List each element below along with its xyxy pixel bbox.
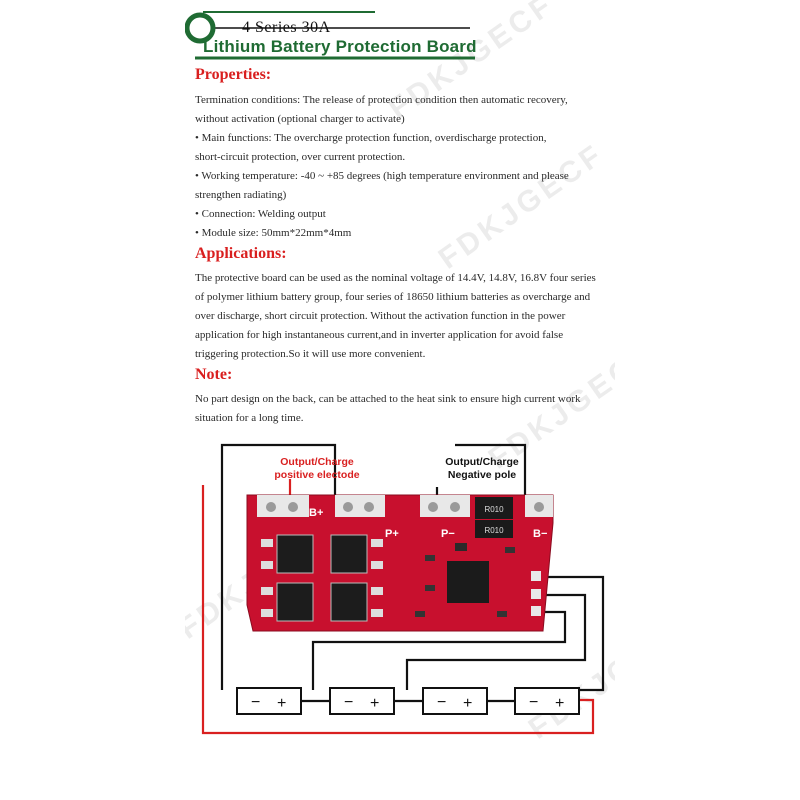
- wire-positive: [201, 485, 595, 735]
- battery-plus: +: [463, 695, 472, 712]
- negative-label-line-2: Negative pole: [448, 469, 516, 481]
- note-title: Note:: [195, 366, 233, 383]
- wiring-diagram: Output/Charge positive electode Output/C…: [201, 443, 605, 735]
- properties-line: Termination conditions: The release of p…: [195, 94, 568, 106]
- battery-minus: −: [529, 694, 538, 711]
- applications-line: over discharge, short circuit protection…: [195, 310, 566, 322]
- positive-label-line-1: Output/Charge: [280, 456, 354, 468]
- pad-bplus-label: B+: [309, 507, 323, 519]
- battery-cell-2: − +: [329, 687, 395, 715]
- battery-minus: −: [251, 694, 260, 711]
- battery-plus: +: [277, 695, 286, 712]
- wire-bminus: [455, 443, 527, 503]
- wire-tap-3: [311, 610, 567, 690]
- battery-minus: −: [344, 694, 353, 711]
- applications-line: application for high instantaneous curre…: [195, 329, 564, 341]
- pad-pplus-label: P+: [385, 528, 399, 540]
- battery-minus: −: [437, 694, 446, 711]
- wire-tap-1: [535, 575, 605, 692]
- note-line: situation for a long time.: [195, 412, 304, 424]
- applications-line: The protective board can be used as the …: [195, 272, 596, 284]
- banner-top-title: 4 Series 30A: [242, 19, 331, 36]
- applications-text: The protective board can be used as the …: [195, 269, 615, 364]
- properties-line: • Working temperature: -40 ~ +85 degrees…: [195, 170, 569, 182]
- pad-bminus-label: B−: [533, 528, 547, 540]
- properties-text: Termination conditions: The release of p…: [195, 91, 615, 243]
- applications-line: of polymer lithium battery group, four s…: [195, 291, 591, 303]
- protection-ic: [447, 561, 489, 603]
- pad-pminus-label: P−: [441, 528, 455, 540]
- properties-line: • Connection: Welding output: [195, 208, 326, 220]
- negative-label-line-1: Output/Charge: [445, 456, 519, 468]
- mosfets: [276, 534, 368, 622]
- properties-line: strengthen radiating): [195, 189, 287, 201]
- banner-main-title: Lithium Battery Protection Board: [203, 37, 477, 56]
- resistor-2-label: R010: [484, 526, 504, 535]
- resistor-1-label: R010: [484, 505, 504, 514]
- title-banner: 4 Series 30A Lithium Battery Protection …: [185, 8, 615, 62]
- wire-tap-2: [405, 593, 587, 690]
- wiring-lines: [220, 443, 605, 692]
- positive-label-line-2: positive electode: [274, 469, 359, 481]
- properties-title: Properties:: [195, 66, 272, 83]
- mosfet-leads: [261, 539, 383, 617]
- properties-line: without activation (optional charger to …: [195, 113, 405, 125]
- note-line: No part design on the back, can be attac…: [195, 393, 581, 405]
- applications-line: triggering protection.So it will use mor…: [195, 348, 426, 360]
- banner-graphic: [185, 11, 475, 60]
- battery-cell-1: − +: [236, 687, 302, 715]
- battery-plus: +: [370, 695, 379, 712]
- battery-cell-4: − +: [514, 687, 580, 715]
- battery-plus: +: [555, 695, 564, 712]
- properties-line: short-circuit protection, over current p…: [195, 151, 406, 163]
- product-sheet: FDKJGECF FDKJGECF FDKJGECF FDKJGECF FDKJ…: [185, 0, 615, 800]
- wire-bplus: [220, 443, 337, 690]
- applications-title: Applications:: [195, 245, 287, 262]
- battery-cell-3: − +: [422, 687, 488, 715]
- properties-line: • Main functions: The overcharge protect…: [195, 132, 547, 144]
- pcb-board: B+ P+ P− B− R010 R010: [246, 494, 554, 632]
- note-text: No part design on the back, can be attac…: [195, 390, 615, 428]
- properties-line: • Module size: 50mm*22mm*4mm: [195, 227, 352, 239]
